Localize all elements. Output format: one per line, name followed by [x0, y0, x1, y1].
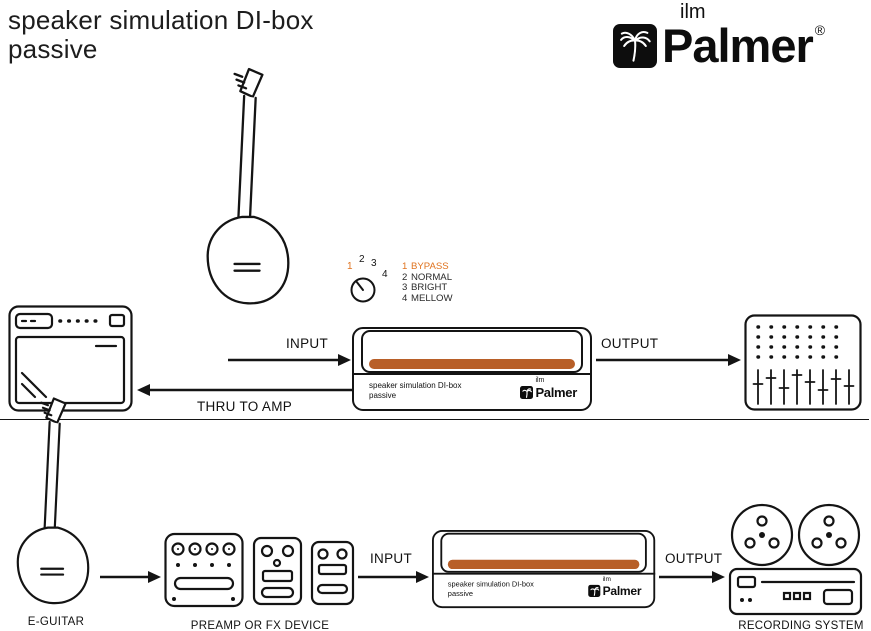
output-arrow-top — [596, 354, 741, 366]
di-box-label: speaker simulation DI-box passive — [369, 381, 461, 402]
legend-label: BYPASS — [411, 261, 449, 272]
di-box-brand-logo: ilm Palmer — [588, 576, 642, 598]
recording-caption: RECORDING SYSTEM — [738, 620, 864, 631]
guitar-to-pedals-arrow — [100, 571, 161, 583]
input-arrow-bottom — [358, 571, 429, 583]
eguitar-caption: E-GUITAR — [27, 616, 85, 628]
legend-num: 1 — [402, 261, 408, 272]
palm-tree-icon — [613, 24, 657, 68]
legend-label: BRIGHT — [411, 282, 448, 294]
switch-legend: 1 BYPASS 2 NORMAL 3 BRIGHT 4 MELLOW — [402, 261, 453, 304]
di-box-seam — [352, 373, 592, 375]
output-label-bottom: OUTPUT — [665, 551, 723, 566]
brand-ilm-text: ilm — [535, 377, 545, 384]
di-box-label-line1: speaker simulation DI-box — [369, 381, 462, 390]
legend-item-bright: 3 BRIGHT — [402, 282, 453, 293]
dial-number-1: 1 — [347, 261, 353, 272]
dial-number-2: 2 — [359, 254, 365, 265]
di-box-label-line1: speaker simulation DI-box — [447, 580, 534, 589]
input-arrow-top — [228, 354, 351, 366]
recorder-illustration — [728, 503, 863, 616]
di-box-seam — [432, 572, 656, 575]
legend-item-mellow: 4 MELLOW — [402, 293, 453, 304]
output-label-top: OUTPUT — [601, 336, 659, 351]
page-title-line1: speaker simulation DI-box — [8, 5, 314, 35]
input-label-top: INPUT — [286, 336, 328, 351]
amplifier-illustration — [8, 305, 133, 412]
guitar-illustration-top — [206, 67, 290, 305]
legend-num: 4 — [402, 292, 408, 304]
guitar-illustration-bottom — [16, 397, 90, 605]
palm-tree-icon — [588, 584, 601, 597]
brand-logo: ilm Palmer ® — [613, 1, 826, 72]
legend-num: 2 — [402, 271, 408, 283]
fx-pedals-illustration — [164, 532, 355, 608]
section-divider — [0, 419, 869, 420]
di-box-bottom: speaker simulation DI-box passive ilm — [432, 530, 656, 609]
di-box-slot — [369, 359, 575, 369]
di-box-label: speaker simulation DI-box passive — [448, 580, 534, 599]
di-box-label-line2: passive — [447, 589, 474, 599]
legend-item-normal: 2 NORMAL — [402, 272, 453, 283]
legend-item-bypass: 1 BYPASS — [402, 261, 453, 272]
preamp-caption: PREAMP OR FX DEVICE — [190, 620, 330, 631]
palm-tree-icon — [520, 386, 534, 399]
brand-ilm-text: ilm — [602, 576, 611, 584]
rotary-switch-dial — [350, 277, 376, 303]
thru-arrow — [137, 384, 352, 396]
legend-label: MELLOW — [411, 292, 453, 304]
legend-num: 3 — [402, 282, 408, 294]
thru-label: THRU TO AMP — [197, 399, 293, 414]
dial-number-3: 3 — [371, 258, 377, 269]
page-title: speaker simulation DI-box passive — [8, 5, 314, 65]
brand-ilm-text: ilm — [680, 1, 706, 23]
registered-mark: ® — [814, 22, 826, 38]
di-box-slot — [447, 559, 640, 570]
legend-label: NORMAL — [411, 271, 453, 283]
di-box-label-line2: passive — [369, 391, 397, 401]
input-label-bottom: INPUT — [370, 551, 412, 566]
mixer-illustration — [744, 314, 862, 411]
di-box-brand-logo: ilm Palmer — [520, 377, 577, 400]
output-arrow-bottom — [659, 571, 725, 583]
di-box-top: speaker simulation DI-box passive ilm — [352, 327, 592, 411]
brand-name: Palmer — [602, 583, 642, 598]
brand-name: Palmer — [662, 19, 814, 72]
brand-name: Palmer — [535, 385, 577, 400]
page-title-line2: passive — [8, 34, 98, 65]
dial-number-4: 4 — [382, 269, 388, 280]
